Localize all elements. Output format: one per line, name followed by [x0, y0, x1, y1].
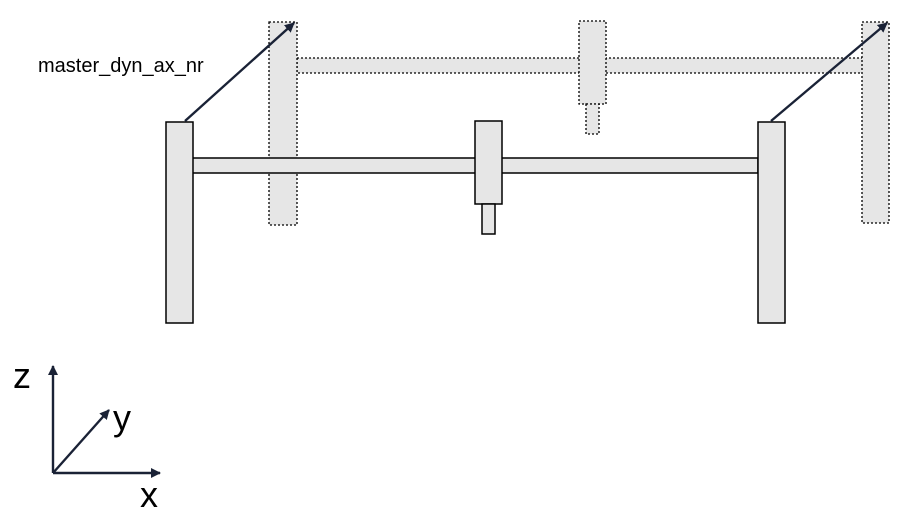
displacement-arrow-right	[770, 22, 888, 122]
coordinate-axes: z y x	[13, 355, 161, 515]
y-axis-label: y	[113, 397, 131, 438]
y-axis-arrow	[52, 409, 110, 474]
displaced-gantry	[268, 20, 890, 226]
master-dyn-ax-nr-label: master_dyn_ax_nr	[38, 55, 204, 77]
displaced-tool	[585, 103, 600, 135]
displacement-arrow-left	[184, 22, 295, 122]
z-axis-label: z	[13, 355, 31, 396]
main-gantry	[165, 120, 786, 324]
x-axis-label: x	[140, 474, 158, 515]
displaced-left-column	[268, 21, 298, 226]
main-carriage	[474, 120, 503, 205]
displaced-right-column	[861, 21, 890, 224]
main-left-column	[165, 121, 194, 324]
main-tool	[481, 203, 496, 235]
main-right-column	[757, 121, 786, 324]
displaced-carriage	[578, 20, 607, 105]
